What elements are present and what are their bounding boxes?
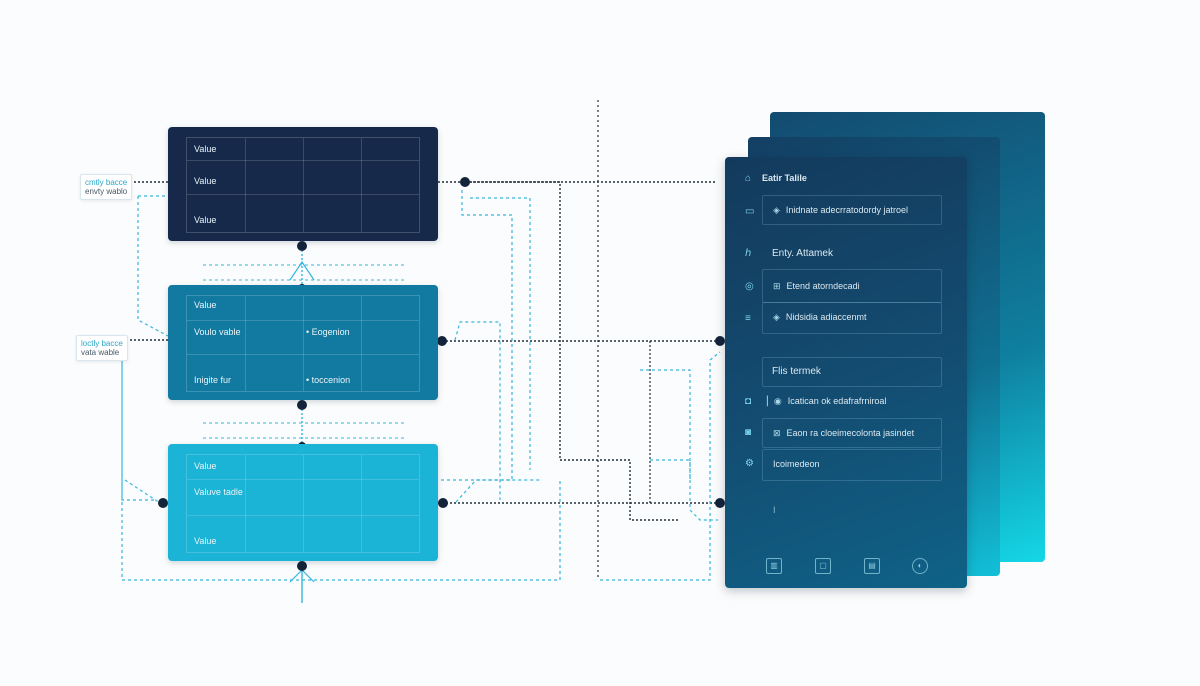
connector-line <box>137 196 169 337</box>
compass-icon[interactable]: ◐ <box>912 558 928 574</box>
note-line-2: vata wable <box>81 348 120 357</box>
connector-node[interactable] <box>158 498 168 508</box>
shield-icon: ◈ <box>773 205 780 215</box>
note-line-1: loctly bacce <box>81 339 123 348</box>
panel-field[interactable] <box>762 418 942 448</box>
camera-icon[interactable]: ◘ <box>745 396 752 407</box>
connector-line <box>438 181 680 521</box>
panel-field-text: ⊞Etend atorndecadi <box>773 281 860 291</box>
table-cell: Voulo vable <box>194 327 241 337</box>
table-cell: Value <box>194 536 217 546</box>
connector-line <box>440 190 513 481</box>
gear-icon[interactable]: ⚙ <box>745 458 754 469</box>
properties-panel[interactable]: ⌂ Eatir Talile ▭ ◈Inidnate adecrratodord… <box>725 157 967 588</box>
connector-line <box>640 369 691 480</box>
connector-node[interactable] <box>437 336 447 346</box>
table-cell: • toccenion <box>306 375 351 385</box>
panel-field-text: ◈Nidsidia adiaccenmt <box>773 312 867 322</box>
table-cell: Value <box>194 461 217 471</box>
image-icon: ⊠ <box>773 428 781 438</box>
connector-node[interactable] <box>438 498 448 508</box>
table-cell: Value <box>194 144 217 154</box>
table-cell: Value <box>194 176 217 186</box>
table-cell: Value <box>194 300 217 310</box>
connector-line <box>121 355 155 501</box>
entity-table-3[interactable]: Value Valuve tadle Value <box>168 444 438 561</box>
panel-field-text: ▏◉Icatican ok edafrafrniroal <box>767 396 887 406</box>
entity-table-2[interactable]: Value Voulo vable • Eogenion Inigite fur… <box>168 285 438 400</box>
panel-field[interactable] <box>762 269 942 303</box>
list-icon[interactable]: ≡ <box>745 313 751 324</box>
shield-icon: ◈ <box>773 312 780 322</box>
layout-icon[interactable]: ▥ <box>766 558 782 574</box>
panel-field[interactable] <box>762 357 942 387</box>
home-icon[interactable]: ⌂ <box>745 173 752 184</box>
connector-node[interactable] <box>460 177 470 187</box>
chat-icon[interactable]: ◙ <box>745 427 752 438</box>
connector-line <box>470 197 531 470</box>
panel-field[interactable] <box>762 449 942 481</box>
table-cell: Value <box>194 215 217 225</box>
panel-title: Eatir Talile <box>762 173 807 183</box>
section-heading: Flis termek <box>772 366 821 377</box>
connector-line <box>600 351 721 581</box>
annotation-note-2: loctly bacce vata wable <box>76 335 128 361</box>
connector-node[interactable] <box>297 241 307 251</box>
panel-field[interactable] <box>762 302 942 334</box>
connector-node[interactable] <box>715 498 725 508</box>
entity-table-1[interactable]: Value Value Value <box>168 127 438 241</box>
connector-line <box>455 479 540 503</box>
globe-icon[interactable]: ◎ <box>745 281 754 292</box>
panel-field-text: Icoimedeon <box>773 459 820 469</box>
connector-node[interactable] <box>297 561 307 571</box>
grid-icon: ⊞ <box>773 281 781 291</box>
panel-field[interactable] <box>762 195 942 225</box>
connector-line <box>289 260 315 281</box>
panel-field-text: ⊠Eaon ra cloeimecolonta jasindet <box>773 428 915 438</box>
connector-line <box>454 321 501 500</box>
connector-line <box>124 479 161 504</box>
note-line-1: cmtly bacce <box>85 178 128 187</box>
table-cell: Valuve tadle <box>194 487 243 497</box>
table-cell: Inigite fur <box>194 375 232 385</box>
frame-icon[interactable]: ▢ <box>815 558 831 574</box>
connector-node[interactable] <box>297 400 307 410</box>
text-cursor-icon: I <box>773 505 776 515</box>
card-icon[interactable]: ▤ <box>864 558 880 574</box>
table-cell: • Eogenion <box>306 327 350 337</box>
connector-node[interactable] <box>715 336 725 346</box>
cursor-icon[interactable]: ℎ <box>745 248 752 259</box>
circle-icon: ▏◉ <box>767 396 782 406</box>
connector-line <box>650 459 718 521</box>
note-line-2: envty wablo <box>85 187 128 196</box>
section-heading: Enty. Attamek <box>772 248 833 259</box>
panel-field-text: ◈Inidnate adecrratodordy jatroel <box>773 205 908 215</box>
connector-line <box>121 340 561 581</box>
square-icon[interactable]: ▭ <box>745 206 755 217</box>
annotation-note-1: cmtly bacce envty wablo <box>80 174 133 200</box>
